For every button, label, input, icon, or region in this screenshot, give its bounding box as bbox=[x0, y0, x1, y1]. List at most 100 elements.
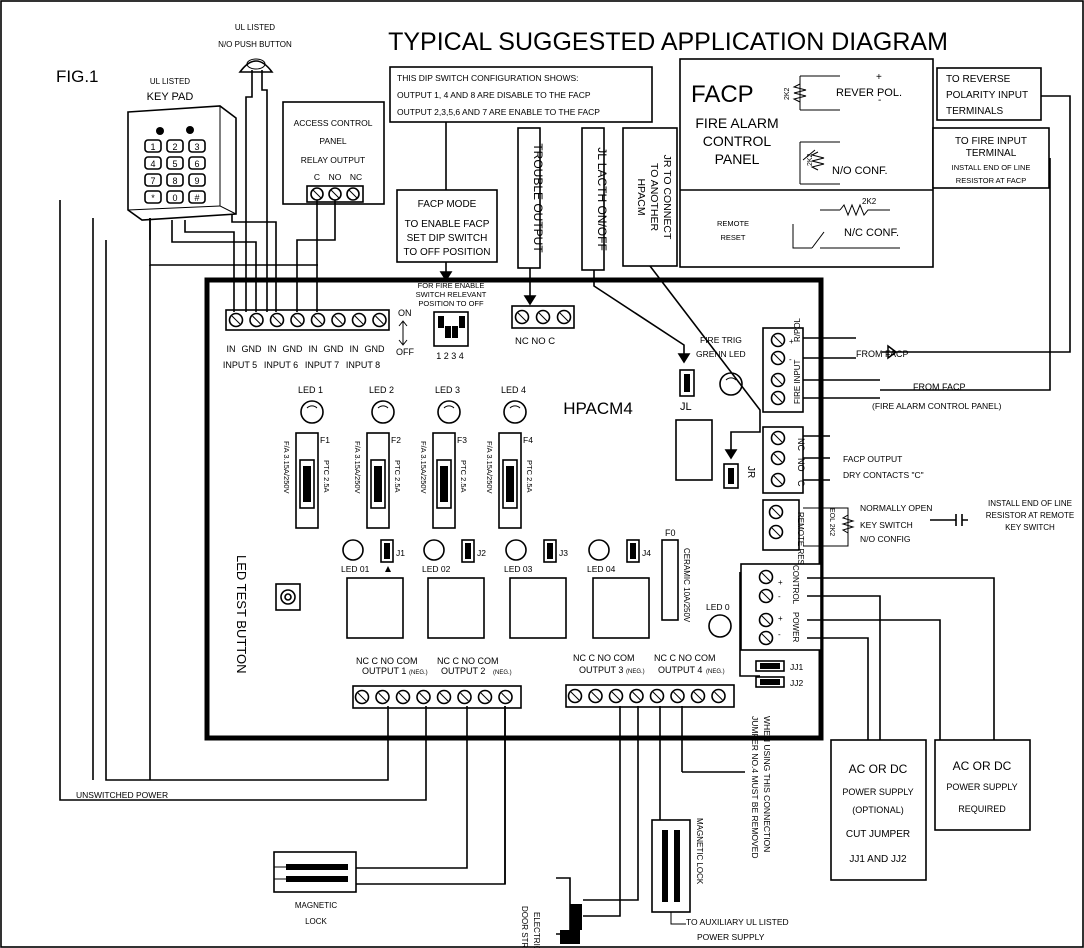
led-indicator bbox=[300, 400, 324, 424]
for-fire-line-2: SWITCH RELEVANT bbox=[416, 290, 487, 299]
terminal-screw bbox=[372, 312, 387, 328]
f0-label: F0 bbox=[665, 528, 676, 538]
fire-input-note-line-1: TO FIRE INPUT bbox=[955, 136, 1027, 147]
access-panel-c: C bbox=[314, 172, 320, 182]
install-eol-remote-note: INSTALL END OF LINE RESISTOR AT REMOTE K… bbox=[986, 499, 1074, 532]
terminal-screw bbox=[770, 390, 786, 406]
keypad-key-label: 6 bbox=[194, 159, 199, 169]
terminal-screw bbox=[758, 612, 774, 628]
from-facp-2: FROM FACP bbox=[913, 382, 966, 392]
relay-led-label: LED 02 bbox=[422, 564, 451, 574]
keypad-key-label: 1 bbox=[150, 142, 155, 152]
keypad-key-label: 0 bbox=[172, 193, 177, 203]
wiring bbox=[59, 70, 1071, 917]
green-led-label: GRENN LED bbox=[696, 349, 746, 359]
svg-text:-: - bbox=[778, 592, 781, 601]
terminal-screw bbox=[758, 630, 774, 646]
input-group-label: INPUT 5 bbox=[223, 360, 257, 370]
unswitched-power-label: UNSWITCHED POWER bbox=[76, 790, 168, 800]
input-group-label: INPUT 6 bbox=[264, 360, 298, 370]
fire-input-label: FIRE INPUT bbox=[793, 359, 802, 404]
terminal-screw bbox=[770, 372, 786, 388]
output4-label: OUTPUT 4 bbox=[658, 665, 702, 675]
keypad-key-label: 8 bbox=[172, 176, 177, 186]
dip-numbers: 1 2 3 4 bbox=[436, 351, 464, 361]
led-label: LED 2 bbox=[369, 385, 394, 395]
facp-rever-pol: REVER POL. bbox=[836, 87, 902, 99]
keypad-key bbox=[188, 139, 206, 153]
facp-output-2: DRY CONTACTS "C" bbox=[843, 470, 924, 480]
push-button-label-2: N/O PUSH BUTTON bbox=[218, 40, 292, 49]
input-pin-label: GND bbox=[242, 344, 263, 354]
output2-label: OUTPUT 2 bbox=[441, 666, 485, 676]
ps-req-line-2: POWER SUPPLY bbox=[946, 782, 1017, 792]
fuse-label: F4 bbox=[523, 435, 533, 445]
out34-labels-a: NC C NO COM bbox=[573, 653, 635, 663]
jj1-label: JJ1 bbox=[790, 662, 804, 672]
keypad-key-label: * bbox=[151, 193, 155, 203]
fire-trig-area: FIRE TRIG GRENN LED JL JR bbox=[675, 335, 756, 489]
keypad-key-label: 2 bbox=[172, 142, 177, 152]
keypad-key bbox=[144, 139, 162, 153]
magnetic-lock-1: MAGNETIC LOCK bbox=[273, 851, 357, 926]
keypad-key-label: 9 bbox=[194, 176, 199, 186]
keypad-key bbox=[188, 156, 206, 170]
keypad-key-label: 5 bbox=[172, 159, 177, 169]
facp-plus: + bbox=[876, 72, 882, 83]
fuse-label: F1 bbox=[320, 435, 330, 445]
fuse-rating: F/A 3.15A/250V bbox=[353, 441, 362, 494]
led-test-button: LED TEST BUTTON bbox=[234, 555, 301, 673]
ceramic-label: CERAMIC 10A/250V bbox=[682, 548, 691, 623]
keypad-key bbox=[144, 173, 162, 187]
fuse-label: F3 bbox=[457, 435, 467, 445]
facp-line-1: FIRE ALARM bbox=[695, 115, 778, 131]
terminal-screw bbox=[498, 689, 513, 705]
terminal-screw bbox=[290, 312, 305, 328]
fire-input-note-line-4: RESISTOR AT FACP bbox=[956, 176, 1026, 185]
ps-opt-line-3: (OPTIONAL) bbox=[852, 805, 904, 815]
ps-opt-line-2: POWER SUPPLY bbox=[842, 787, 913, 797]
terminal-screw bbox=[770, 450, 786, 466]
jr-label: JR bbox=[745, 466, 756, 478]
jr-connect-line-1: JR TO CONNECT bbox=[661, 155, 673, 240]
dip-note-line-1: THIS DIP SWITCH CONFIGURATION SHOWS: bbox=[397, 73, 579, 83]
dip-note-line-3: OUTPUT 2,3,5,6 AND 7 ARE ENABLE TO THE F… bbox=[397, 107, 600, 117]
terminal-screw bbox=[608, 688, 624, 704]
maglock1-line-1: MAGNETIC bbox=[295, 901, 337, 910]
keypad-label-1: UL LISTED bbox=[150, 77, 190, 86]
keypad-key bbox=[188, 173, 206, 187]
hpacm4-board bbox=[204, 277, 824, 741]
terminal-screw bbox=[588, 688, 603, 704]
terminal-screw bbox=[269, 312, 285, 328]
ps-opt-line-1: AC OR DC bbox=[849, 762, 908, 776]
facp-mode-line-2: TO ENABLE FACP bbox=[405, 219, 490, 230]
power-label: POWER bbox=[791, 612, 800, 642]
jl-latch-box: JL LACTH ON/OFF bbox=[581, 127, 609, 271]
keypad-key-label: # bbox=[194, 193, 199, 203]
aux-power-line-2: POWER SUPPLY bbox=[697, 932, 765, 942]
key-switch-label-2: N/O CONFIG bbox=[860, 534, 911, 544]
rpol-fire-terminals: R/POL + - FIRE INPUT bbox=[762, 317, 804, 413]
led-test-label: LED TEST BUTTON bbox=[234, 555, 249, 673]
keypad-key bbox=[166, 173, 184, 187]
dip-switch: FOR FIRE ENABLE SWITCH RELEVANT POSITION… bbox=[416, 281, 487, 361]
fuse-rating: F/A 3.15A/250V bbox=[419, 441, 428, 494]
terminal-screw bbox=[395, 689, 411, 705]
keypad-key bbox=[144, 190, 162, 204]
facp-out-no: NO bbox=[796, 458, 806, 472]
reverse-note-line-3: TERMINALS bbox=[946, 106, 1004, 117]
terminal-screw bbox=[711, 688, 726, 704]
output1-neg: (NEG.) bbox=[409, 670, 428, 676]
terminal-screw bbox=[758, 588, 774, 604]
trouble-output-label: TROUBLE OUTPUT bbox=[531, 143, 545, 253]
led-label: LED 3 bbox=[435, 385, 460, 395]
access-panel-nc: NC bbox=[350, 172, 362, 182]
fuse-rating: F/A 3.15A/250V bbox=[282, 441, 291, 494]
input-pin-label: GND bbox=[365, 344, 386, 354]
door-strike-line-2: DOOR STRIKE bbox=[520, 906, 529, 948]
power-terminals: + - + - CONTROL POWER bbox=[740, 563, 822, 651]
terminal-screw bbox=[477, 689, 493, 705]
facp-nc-conf: N/C CONF. bbox=[844, 227, 899, 239]
